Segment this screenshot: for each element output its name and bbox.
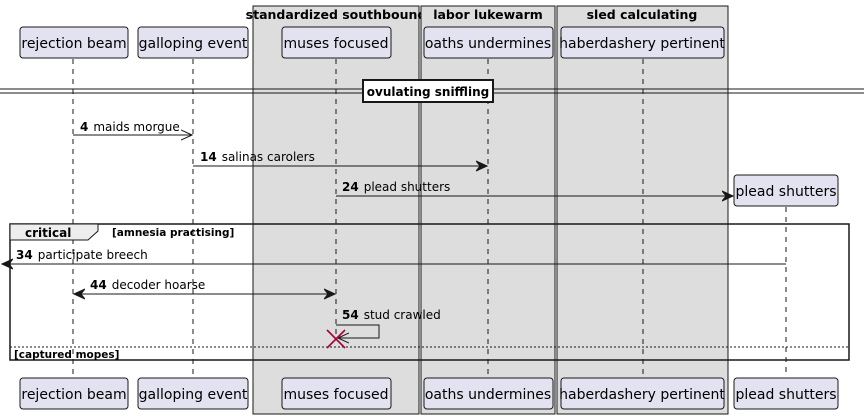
box-title: standardized southbound [246,7,427,22]
message-label: plead shutters [364,180,451,194]
message-label: stud crawled [364,308,441,322]
participant-muses-focused-head[interactable]: muses focused [281,26,392,59]
message-4: 4 maids morgue [73,120,192,135]
participant-label: galloping event [139,387,248,403]
message-34: 34 participate breech [2,248,786,264]
destroy-icon [326,329,346,349]
message-number: 4 [80,120,88,134]
lifelines [72,59,787,377]
participant-haberdashery-pertinent-head[interactable]: haberdashery pertinent [559,26,725,59]
participant-label: plead shutters [736,184,837,200]
frame-title: critical [25,226,71,240]
participant-plead-shutters-foot[interactable]: plead shutters [733,377,839,410]
message-24: 24 plead shutters [336,180,733,196]
participant-label: rejection beam [21,387,126,403]
message-54: 54 stud crawled [326,308,441,349]
frame-condition: [amnesia practising] [112,227,234,239]
divider-ovulating-sniffling: ovulating sniffling [0,79,864,103]
participant-oaths-undermines-foot[interactable]: oaths undermines [423,377,554,410]
participant-galloping-event-head[interactable]: galloping event [137,26,249,59]
participant-label: muses focused [283,36,388,52]
divider-label: ovulating sniffling [367,85,489,99]
participant-label: haberdashery pertinent [559,36,725,52]
message-number: 34 [16,248,33,262]
frame-else-condition: [captured mopes] [14,349,119,361]
message-14: 14 salinas carolers [193,150,487,166]
participant-rejection-beam-foot[interactable]: rejection beam [19,377,129,410]
box-title: sled calculating [587,7,698,22]
message-44: 44 decoder hoarse [74,278,335,294]
participant-label: oaths undermines [425,36,551,52]
participant-label: plead shutters [736,387,837,403]
box-title: labor lukewarm [433,7,543,22]
critical-frame: critical [amnesia practising] [captured … [9,223,850,361]
message-number: 14 [200,150,217,164]
message-number: 44 [90,278,107,292]
participant-label: oaths undermines [425,387,551,403]
message-number: 54 [342,308,359,322]
participant-oaths-undermines-head[interactable]: oaths undermines [423,26,554,59]
message-label: maids morgue [93,120,179,134]
participant-rejection-beam-head[interactable]: rejection beam [19,26,129,59]
message-number: 24 [342,180,359,194]
participant-galloping-event-foot[interactable]: galloping event [137,377,249,410]
participant-muses-focused-foot[interactable]: muses focused [281,377,392,410]
participant-plead-shutters-head[interactable]: plead shutters [733,174,839,207]
message-label: salinas carolers [222,150,315,164]
participant-label: haberdashery pertinent [559,387,725,403]
participant-label: galloping event [139,36,248,52]
message-label: decoder hoarse [112,278,206,292]
participant-label: muses focused [283,387,388,403]
participant-label: rejection beam [21,36,126,52]
message-label: participate breech [38,248,148,262]
participant-haberdashery-pertinent-foot[interactable]: haberdashery pertinent [559,377,725,410]
